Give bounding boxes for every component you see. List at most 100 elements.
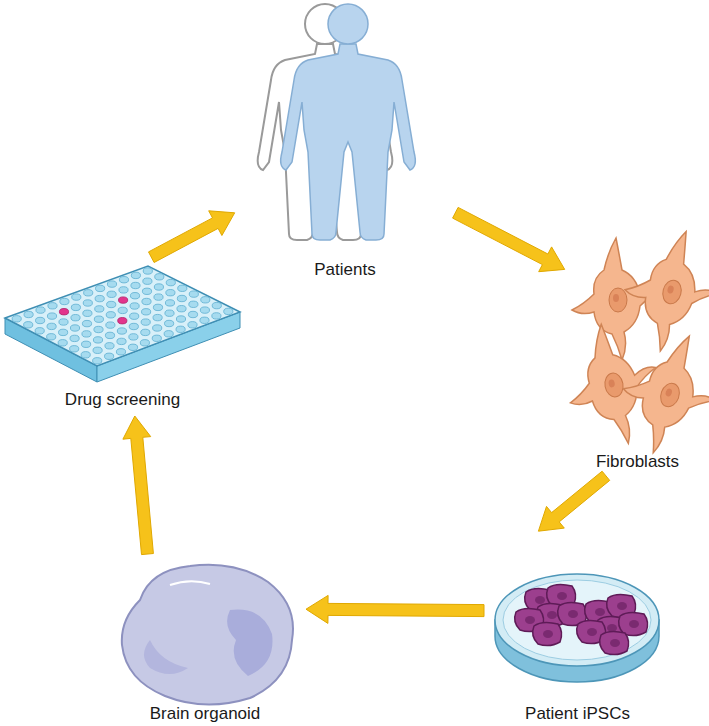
hit-well [119,297,128,303]
plate-well [119,277,128,283]
plate-well [105,343,114,349]
plate-well [176,326,185,332]
plate-well [140,340,149,346]
plate-well [35,328,44,334]
node-label: Patients [312,260,377,280]
plate-well [153,314,162,320]
plate-well [130,293,139,299]
plate-well [165,310,174,316]
plate-well [96,285,105,291]
organoid-body [122,565,293,705]
node-label: Patient iPSCs [523,704,632,724]
cycle-arrow [306,595,484,623]
plate-well [95,306,104,312]
cycle-arrow [538,471,609,531]
plate-well [224,308,233,314]
plate-well [71,315,80,321]
patients-group: Patients [240,0,450,280]
plate-well [82,331,91,337]
plate-well [128,344,137,350]
node-label: Fibroblasts [594,452,681,472]
plate-well [200,307,209,313]
plate-well [82,341,91,347]
plate-well [107,281,116,287]
plate-well [60,298,69,304]
plate-well [48,303,57,309]
plate-well [106,322,115,328]
plate-well [94,316,103,322]
plate-well [59,319,68,325]
plate-well [141,319,150,325]
plate-well [93,358,102,364]
node-label: Drug screening [63,390,182,410]
plate-well [116,349,125,355]
organoid-shade [144,640,188,674]
plate-well [95,295,104,301]
dish-inner [503,580,651,660]
dish-top [495,574,659,666]
plate-well [59,329,68,335]
plate-well [107,291,116,297]
screening-group: Drug screening [5,260,240,410]
plate-well [117,328,126,334]
fibroblast-cell [612,220,709,361]
plate-wells [12,268,233,364]
ipsc-dish-group: Patient iPSCs [490,535,665,724]
plate-well [130,313,139,319]
node-label: Brain organoid [148,704,263,724]
organoid-shade [227,610,272,677]
plate-well [131,272,140,278]
plate-well [154,294,163,300]
plate-well [36,317,45,323]
plate-well [47,313,56,319]
plate-well [105,353,114,359]
plate-well [24,311,33,317]
cycle-arrow [123,416,153,555]
plate-well [105,332,114,338]
plate-well [189,291,198,297]
plate-well [143,268,152,274]
plate-well [12,316,21,322]
plate-well [72,294,81,300]
plate-well [47,323,56,329]
plate-well [36,307,45,313]
plate-well [106,312,115,318]
hit-well [59,309,68,315]
plate-well [166,279,175,285]
plate-top [5,266,240,366]
plate-well [142,298,151,304]
plate-well [154,284,163,290]
plate-well [177,295,186,301]
plate-well [153,304,162,310]
plate-well [93,337,102,343]
plate-well [201,297,210,303]
plate-well [129,323,138,329]
plate-well [118,307,127,313]
plate-well [212,313,221,319]
plate-well [107,301,116,307]
plate-well [94,326,103,332]
plate-well [131,282,140,288]
plate-well [83,310,92,316]
plate-well [83,300,92,306]
plate-well [129,334,138,340]
plate-well [71,304,80,310]
plate-well [176,316,185,322]
plate-well [189,301,198,307]
plate-well [143,278,152,284]
plate-well [165,320,174,326]
plate-well [200,317,209,323]
plate-well [177,306,186,312]
plate-well [188,311,197,317]
plate-well [82,320,91,326]
plate-well [165,300,174,306]
organoid-highlight [170,581,210,585]
plate-well [24,322,33,328]
plate-well [142,309,151,315]
fibroblast-cell [606,321,709,466]
cycle-arrow [453,207,565,271]
plate-well [142,288,151,294]
plate-well [93,347,102,353]
